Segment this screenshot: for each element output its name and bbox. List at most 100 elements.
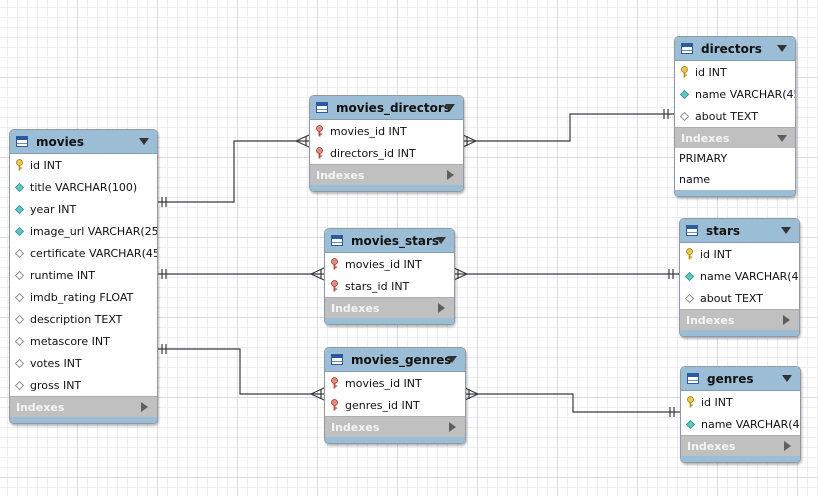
column-row[interactable]: movies_id INT <box>325 372 465 394</box>
index-item[interactable]: PRIMARY <box>679 152 728 165</box>
hollow-diamond-icon <box>15 314 24 324</box>
hollow-diamond-icon <box>15 380 24 390</box>
column-row[interactable]: runtime INT <box>10 264 157 286</box>
expand-arrow-icon[interactable] <box>438 303 445 313</box>
collapse-arrow-icon[interactable] <box>445 104 455 111</box>
expand-arrow-icon[interactable] <box>447 170 454 180</box>
table-movies-genres[interactable]: movies_genres movies_id INT genres_id INT… <box>324 347 466 444</box>
indexes-section[interactable]: Indexes <box>675 127 795 148</box>
table-icon <box>16 136 28 147</box>
collapse-arrow-icon[interactable] <box>436 237 446 244</box>
column-label: name VARCHAR(45) <box>701 417 801 431</box>
column-label: metascore INT <box>30 334 110 348</box>
indexes-section[interactable]: Indexes <box>680 309 799 330</box>
column-row[interactable]: about TEXT <box>680 287 799 309</box>
expand-arrow-icon[interactable] <box>783 315 790 325</box>
expand-arrow-icon[interactable] <box>141 402 148 412</box>
collapse-arrow-icon[interactable] <box>777 135 787 142</box>
column-label: id INT <box>700 247 732 261</box>
table-header[interactable]: genres <box>681 367 800 391</box>
table-icon <box>316 102 328 113</box>
relationship-directors-movies-directors <box>463 113 674 142</box>
hollow-diamond-icon <box>15 248 24 258</box>
hollow-diamond-icon <box>15 292 24 302</box>
table-header[interactable]: movies_genres <box>325 348 465 372</box>
table-name: movies_directors <box>336 100 451 115</box>
column-row[interactable]: genres_id INT <box>325 394 465 416</box>
column-row[interactable]: movies_id INT <box>310 120 463 142</box>
column-row[interactable]: certificate VARCHAR(45) <box>10 242 157 264</box>
filled-diamond-icon <box>686 419 695 429</box>
column-row[interactable]: gross INT <box>10 374 157 396</box>
table-name: genres <box>707 371 754 386</box>
column-row[interactable]: votes INT <box>10 352 157 374</box>
column-row[interactable]: title VARCHAR(100) <box>10 176 157 198</box>
table-header[interactable]: movies_stars <box>325 229 454 253</box>
fk-key-icon <box>330 377 339 389</box>
collapse-arrow-icon[interactable] <box>139 138 149 145</box>
filled-diamond-icon <box>685 271 694 281</box>
column-list: id INT name VARCHAR(45) about TEXT <box>680 243 799 309</box>
table-header[interactable]: stars <box>680 219 799 243</box>
column-row[interactable]: id INT <box>681 391 800 413</box>
collapse-arrow-icon[interactable] <box>782 375 792 382</box>
column-row[interactable]: image_url VARCHAR(255) <box>10 220 157 242</box>
column-row[interactable]: id INT <box>10 154 157 176</box>
table-header[interactable]: movies_directors <box>310 96 463 120</box>
filled-diamond-icon <box>15 182 24 192</box>
column-row[interactable]: name VARCHAR(45) <box>680 265 799 287</box>
column-list: movies_id INT genres_id INT <box>325 372 465 416</box>
column-row[interactable]: name VARCHAR(45) <box>675 83 795 105</box>
relationship-movies-movies-genres <box>157 348 324 395</box>
indexes-section[interactable]: Indexes <box>325 297 454 318</box>
column-row[interactable]: metascore INT <box>10 330 157 352</box>
hollow-diamond-icon <box>15 336 24 346</box>
column-row[interactable]: id INT <box>675 61 795 83</box>
collapse-arrow-icon[interactable] <box>777 45 787 52</box>
column-row[interactable]: id INT <box>680 243 799 265</box>
table-movies-stars[interactable]: movies_stars movies_id INT stars_id INT I… <box>324 228 455 325</box>
column-label: name VARCHAR(45) <box>700 269 800 283</box>
table-genres[interactable]: genres id INT name VARCHAR(45) Indexes <box>680 366 801 463</box>
column-label: movies_id INT <box>345 376 422 390</box>
table-icon <box>331 235 343 246</box>
indexes-section[interactable]: Indexes <box>310 164 463 185</box>
table-name: directors <box>701 41 762 56</box>
column-row[interactable]: stars_id INT <box>325 275 454 297</box>
index-item[interactable]: name <box>679 173 711 186</box>
table-icon <box>681 43 693 54</box>
column-label: id INT <box>701 395 733 409</box>
table-stars[interactable]: stars id INT name VARCHAR(45) about TEXT I… <box>679 218 800 337</box>
column-row[interactable]: year INT <box>10 198 157 220</box>
table-footer <box>681 456 800 462</box>
expand-arrow-icon[interactable] <box>449 422 456 432</box>
collapse-arrow-icon[interactable] <box>447 356 457 363</box>
column-row[interactable]: description TEXT <box>10 308 157 330</box>
indexes-label: Indexes <box>16 400 65 414</box>
expand-arrow-icon[interactable] <box>784 441 791 451</box>
collapse-arrow-icon[interactable] <box>781 227 791 234</box>
indexes-section[interactable]: Indexes <box>681 435 800 456</box>
column-row[interactable]: directors_id INT <box>310 142 463 164</box>
column-label: imdb_rating FLOAT <box>30 290 134 304</box>
table-header[interactable]: movies <box>10 130 157 154</box>
column-label: movies_id INT <box>345 257 422 271</box>
filled-diamond-icon <box>680 89 689 99</box>
indexes-section[interactable]: Indexes <box>325 416 465 437</box>
indexes-section[interactable]: Indexes <box>10 396 157 417</box>
column-row[interactable]: imdb_rating FLOAT <box>10 286 157 308</box>
hollow-diamond-icon <box>680 111 689 121</box>
column-row[interactable]: about TEXT <box>675 105 795 127</box>
column-row[interactable]: movies_id INT <box>325 253 454 275</box>
indexes-label: Indexes <box>681 131 730 145</box>
column-row[interactable]: name VARCHAR(45) <box>681 413 800 435</box>
fk-key-icon <box>330 258 339 270</box>
table-icon <box>686 225 698 236</box>
table-header[interactable]: directors <box>675 37 795 61</box>
fk-key-icon <box>315 125 324 137</box>
key-icon <box>685 248 694 260</box>
